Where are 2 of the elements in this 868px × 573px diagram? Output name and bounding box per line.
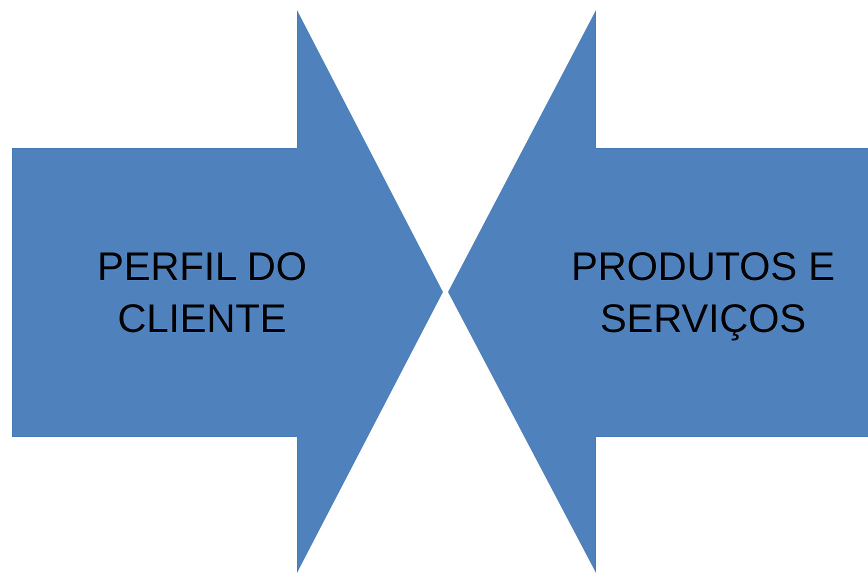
arrow-label: PRODUTOS E SERVIÇOS xyxy=(570,244,836,342)
arrow-label: PERFIL DO CLIENTE xyxy=(96,244,308,342)
